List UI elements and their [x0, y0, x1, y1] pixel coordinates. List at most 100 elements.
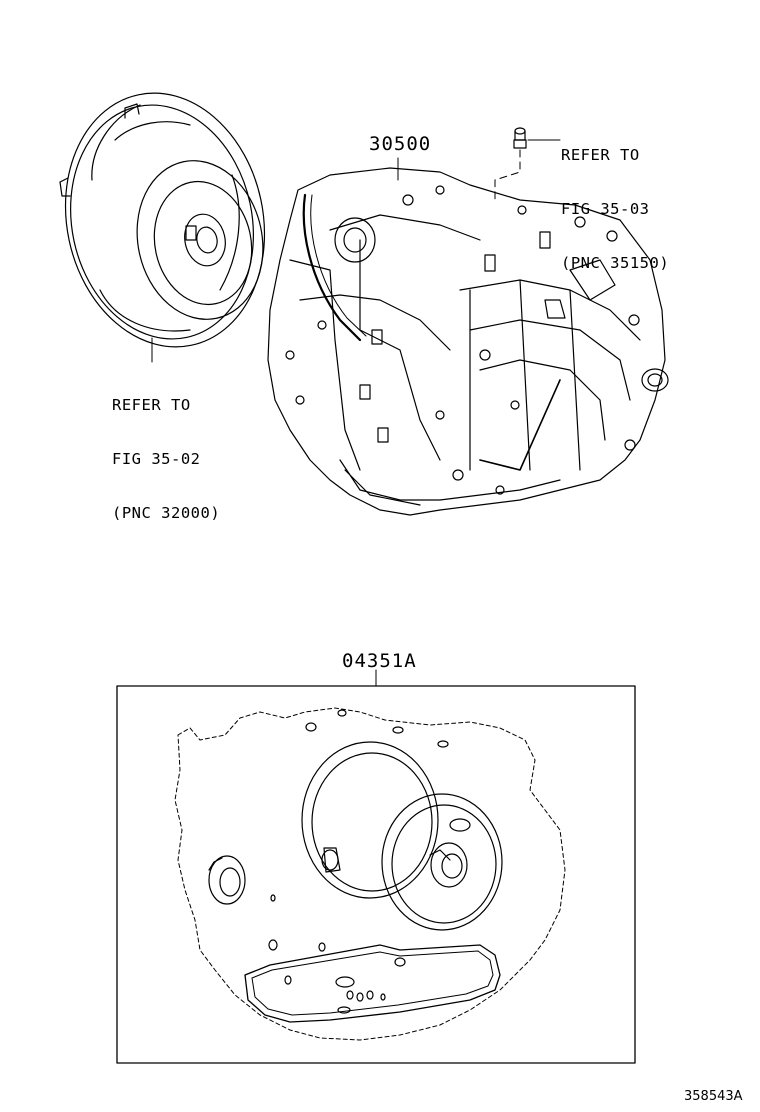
o-ring-2 [337, 709, 347, 717]
torque-converter-stud-2 [124, 103, 140, 119]
bolt-4 [574, 216, 586, 228]
piston-seal-hub-inner [441, 853, 463, 879]
o-ring-6 [268, 939, 278, 951]
transaxle-drawing [267, 157, 669, 516]
transaxle-part-number: 30500 [369, 133, 432, 155]
bolt-11 [510, 400, 520, 410]
stud-3 [371, 329, 383, 345]
bolt-10 [479, 349, 491, 361]
oil-pan-edge-1 [339, 459, 561, 501]
wire-harness [479, 379, 561, 471]
case-rib-1 [329, 214, 481, 241]
case-gasket [174, 707, 566, 1041]
oil-seal-inner [219, 867, 241, 897]
bolt-3 [517, 205, 527, 215]
oil-cooler-ref-line3: (PNC 35150) [561, 254, 670, 272]
case-rib-8 [569, 289, 581, 471]
pump-seal-inner [311, 752, 433, 892]
torque-converter-ref-line2: FIG 35-02 [112, 450, 201, 468]
torque-converter-shaft [196, 226, 218, 254]
o-ring-8 [394, 957, 406, 967]
torque-converter-arc-2 [99, 289, 191, 332]
oil-cooler-reference: REFER TO FIG 35-03 (PNC 35150) [561, 110, 669, 290]
torque-converter-ref-line3: (PNC 32000) [112, 504, 221, 522]
piston-seal-hub [430, 842, 468, 888]
bolt-15 [317, 320, 327, 330]
torque-converter-reference: REFER TO FIG 35-02 (PNC 32000) [112, 360, 220, 540]
torque-converter-ref-line1: REFER TO [112, 396, 191, 414]
oil-pan-gasket-outer [244, 944, 501, 1023]
breather-tube [302, 193, 362, 342]
case-boss-2 [641, 368, 669, 392]
oil-pan-gasket-inner [251, 950, 494, 1016]
case-rib-10 [289, 259, 361, 471]
bolt-6 [628, 314, 640, 326]
stud-1 [484, 254, 496, 272]
pump-seal-outer [301, 741, 439, 899]
transaxle-case-outline [267, 167, 666, 516]
illustration-code: 358543A [684, 1089, 743, 1104]
bolt-13 [295, 395, 305, 405]
stud-4 [359, 384, 371, 400]
small-seal-1 [449, 818, 471, 832]
oil-seal-lip [208, 857, 223, 871]
torque-converter-arc-4 [114, 121, 191, 141]
o-ring-5 [270, 894, 276, 902]
torque-converter-rim [70, 104, 254, 340]
bolt-12 [435, 410, 445, 420]
bolt-2 [435, 185, 445, 195]
torque-converter-outer [64, 92, 266, 348]
oil-seal-outer [208, 855, 246, 905]
torque-converter-hub [184, 213, 226, 267]
bolt-14 [285, 350, 295, 360]
breather-tube-inner [310, 194, 367, 337]
o-ring-11 [356, 992, 364, 1002]
o-ring-12 [366, 990, 374, 1000]
fitting-top [514, 127, 526, 135]
bolt-9 [495, 485, 505, 495]
o-ring-10 [346, 990, 354, 1000]
bolt-7 [624, 439, 636, 451]
case-rib-4 [469, 319, 631, 401]
torque-converter-cover [153, 180, 253, 306]
o-ring-14 [337, 1006, 351, 1014]
case-boss-1-inner [343, 227, 367, 253]
oil-cooler-ref-line1: REFER TO [561, 146, 640, 164]
torque-converter-inner-ring [136, 160, 264, 320]
gasket-kit-box [116, 685, 636, 1064]
gasket-kit-part-number: 04351A [342, 650, 417, 672]
cooler-fitting-drawing [494, 127, 561, 201]
o-ring-7 [318, 942, 326, 952]
piston-ring-inner [391, 804, 497, 924]
shift-lever-bracket [569, 259, 616, 301]
case-boss-1 [334, 217, 376, 263]
stud-5 [377, 427, 389, 443]
torque-converter-arc-1 [91, 104, 141, 181]
gasket-kit-drawing [116, 669, 636, 1064]
case-rib-7 [519, 279, 531, 471]
oil-cooler-ref-line2: FIG 35-03 [561, 200, 650, 218]
bolt-1 [402, 194, 414, 206]
piston-ring-outer [381, 793, 503, 931]
speed-sensor [544, 299, 566, 319]
o-ring-15 [284, 975, 292, 985]
torque-converter-stud-1 [59, 177, 71, 197]
o-ring-13 [380, 993, 386, 1001]
stud-2 [539, 231, 551, 249]
case-rib-5 [479, 359, 606, 441]
oil-pan-edge-2 [344, 469, 421, 506]
torque-converter-arc-3 [219, 174, 240, 291]
case-boss-2-inner [647, 373, 663, 387]
case-rib-9 [359, 239, 441, 461]
torque-converter-drawing [59, 92, 266, 363]
small-seal-3 [323, 847, 341, 873]
o-ring-3 [392, 726, 404, 734]
fitting-location-line [494, 149, 521, 201]
piston-seal-lip [429, 849, 451, 861]
bolt-5 [606, 230, 618, 242]
case-rib-2 [299, 294, 451, 351]
fitting-hex [513, 139, 527, 149]
o-ring-4 [437, 740, 449, 748]
